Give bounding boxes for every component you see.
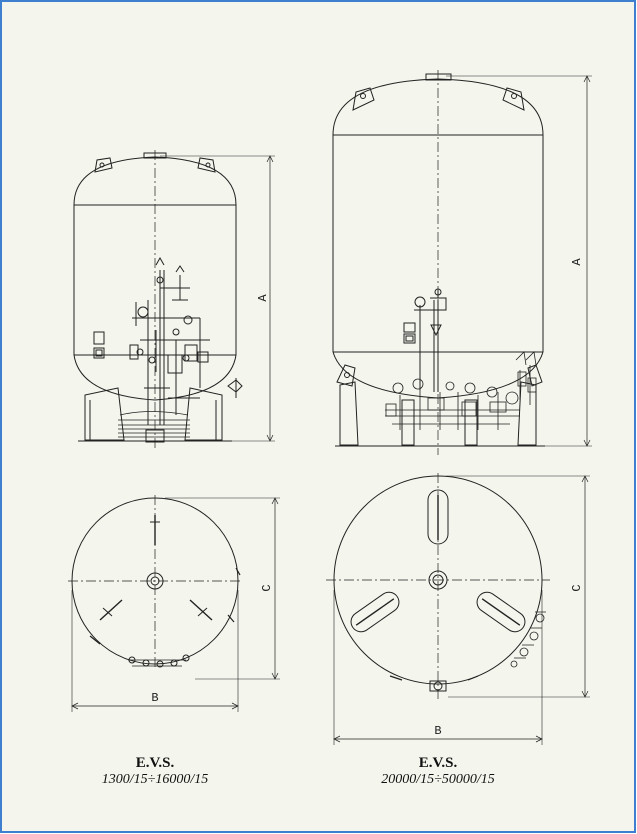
- small-tank-plan: [68, 495, 280, 712]
- dim-a-small: A: [256, 294, 270, 302]
- model-title: E.V.S.: [135, 755, 175, 771]
- large-tank-plan: [326, 473, 590, 745]
- dim-b-small: B: [151, 691, 158, 705]
- large-tank-elevation: [332, 70, 592, 455]
- caption-large-model: E.V.S. 20000/15÷50000/15: [338, 755, 538, 788]
- model-title: E.V.S.: [418, 755, 458, 771]
- small-tank-elevation: [73, 150, 275, 450]
- dim-c-small: C: [260, 584, 274, 591]
- model-range: 20000/15÷50000/15: [381, 772, 495, 787]
- dim-b-large: B: [434, 724, 441, 738]
- model-range: 1300/15÷16000/15: [101, 772, 209, 787]
- dim-c-large: C: [570, 584, 584, 591]
- caption-small-model: E.V.S. 1300/15÷16000/15: [55, 755, 255, 788]
- dim-a-large: A: [570, 258, 584, 266]
